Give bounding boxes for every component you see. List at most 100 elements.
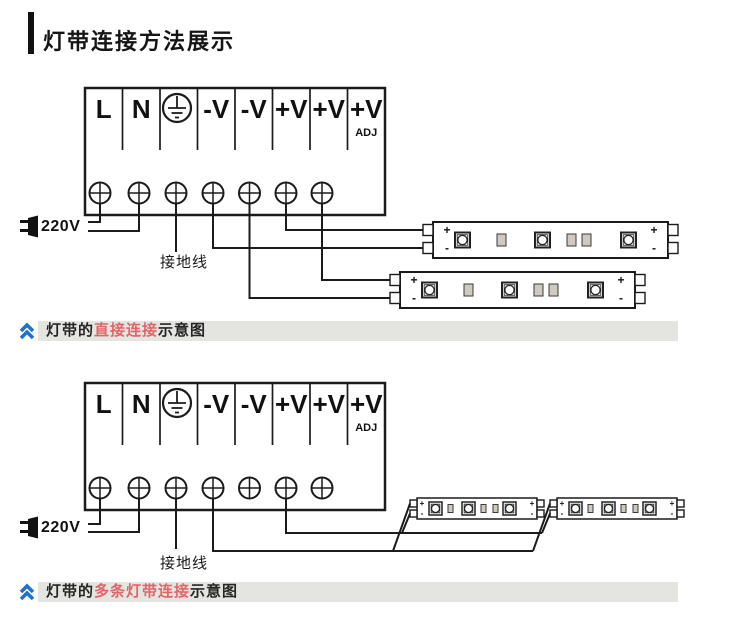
- caption-prefix: 灯带的: [46, 322, 95, 339]
- power-input-2: 220V: [20, 516, 80, 539]
- power-input-1: 220V: [20, 215, 80, 238]
- resistor-chip-icon: [620, 504, 627, 513]
- screw-terminal-icon: [88, 181, 112, 205]
- solder-pad-left: [409, 499, 418, 508]
- led-chip-icon: [501, 281, 518, 299]
- screw-terminal-icon: [127, 181, 151, 205]
- solder-pad-right: [676, 499, 685, 508]
- pad-polarity-label: +: [420, 499, 425, 508]
- page-title-block: 灯带连接方法展示: [28, 12, 235, 54]
- pad-polarity-label: -: [671, 509, 674, 518]
- solder-pad-left: [389, 273, 401, 287]
- wire: [321, 203, 390, 281]
- screw-terminal-icon: [201, 476, 225, 500]
- title-rule: [28, 12, 34, 54]
- solder-pad-right: [536, 499, 545, 508]
- wire: [532, 503, 551, 552]
- pad-polarity-label: +: [617, 273, 624, 287]
- caption-highlight: 多条灯带连接: [94, 583, 191, 600]
- earth-ground-icon: [161, 92, 193, 124]
- led-chip-icon: [642, 501, 657, 516]
- screw-terminal-icon: [310, 181, 334, 205]
- ground-wire-label-2: 接地线: [159, 555, 208, 572]
- page-title: 灯带连接方法展示: [43, 29, 236, 54]
- led-chip-icon: [620, 231, 637, 249]
- terminal-label: +V: [312, 389, 345, 419]
- terminal-label: N: [132, 94, 151, 124]
- solder-pad-right: [634, 273, 646, 287]
- pad-polarity-label: +: [560, 499, 565, 508]
- wire: [88, 498, 101, 525]
- pad-polarity-label: -: [412, 291, 416, 305]
- solder-pad-left: [422, 241, 434, 255]
- pad-polarity-label: +: [670, 499, 675, 508]
- terminal-label: +V: [312, 94, 345, 124]
- led-strip-1: +-+-: [422, 221, 679, 259]
- terminal-label: -V: [241, 389, 268, 419]
- resistor-chip-icon: [533, 283, 544, 297]
- resistor-chip-icon: [581, 233, 592, 247]
- caption-direct-connection: 灯带的直接连接示意图: [18, 321, 678, 341]
- wire: [401, 513, 411, 534]
- resistor-chip-icon: [447, 504, 454, 513]
- screw-terminal-icon: [238, 476, 261, 500]
- solder-pad-left: [389, 291, 401, 305]
- resistor-chip-icon: [632, 504, 639, 513]
- caption-text: 灯带的直接连接示意图: [38, 321, 678, 341]
- screw-terminal-icon: [88, 476, 112, 500]
- resistor-chip-icon: [496, 233, 507, 247]
- wire: [212, 203, 423, 249]
- led-chip-icon: [534, 231, 551, 249]
- terminal-label: L: [96, 94, 112, 124]
- wire: [88, 498, 140, 533]
- terminal-label: +V: [275, 389, 308, 419]
- pad-polarity-label: -: [531, 509, 534, 518]
- wire: [392, 503, 411, 552]
- solder-pad-right: [667, 241, 679, 255]
- wire: [248, 203, 390, 299]
- terminal-adj-label: ADJ: [355, 422, 377, 434]
- solder-pad-right: [667, 223, 679, 237]
- screw-terminal-icon: [274, 181, 298, 205]
- wire: [88, 203, 101, 223]
- double-chevron-up-icon: [19, 321, 35, 339]
- terminal-label: -V: [241, 94, 268, 124]
- screw-terminal-icon: [127, 476, 151, 500]
- resistor-chip-icon: [463, 283, 474, 297]
- led-strip-3: +-+-: [409, 497, 545, 520]
- resistor-chip-icon: [548, 283, 559, 297]
- led-chip-icon: [454, 231, 471, 249]
- caption-suffix: 示意图: [190, 583, 239, 600]
- terminal-label: N: [132, 389, 151, 419]
- led-chip-icon: [601, 501, 616, 516]
- solder-pad-left: [422, 223, 434, 237]
- solder-pad-right: [536, 509, 545, 518]
- screw-terminal-icon: [274, 476, 298, 500]
- caption-text: 灯带的多条灯带连接示意图: [38, 582, 678, 602]
- solder-pad-right: [676, 509, 685, 518]
- solder-pad-left: [549, 509, 558, 518]
- pad-polarity-label: +: [443, 223, 450, 237]
- led-chip-icon: [461, 501, 476, 516]
- led-strip-4: +-+-: [549, 497, 685, 520]
- plug-icon: [20, 516, 38, 539]
- screw-terminal-icon: [310, 476, 334, 500]
- power-voltage-label: 220V: [41, 518, 81, 536]
- resistor-chip-icon: [480, 504, 487, 513]
- earth-ground-icon: [161, 387, 193, 419]
- terminal-label: -V: [203, 94, 230, 124]
- solder-pad-right: [634, 291, 646, 305]
- power-voltage-label: 220V: [41, 217, 81, 235]
- pad-polarity-label: -: [561, 509, 564, 518]
- terminal-label: +V: [275, 94, 308, 124]
- terminal-label: -V: [203, 389, 230, 419]
- terminal-label: +V: [350, 389, 383, 419]
- screw-terminal-icon: [201, 181, 225, 205]
- double-chevron-up-icon: [19, 582, 35, 600]
- caption-highlight: 直接连接: [94, 322, 159, 339]
- resistor-chip-icon: [587, 504, 594, 513]
- wire: [88, 203, 140, 232]
